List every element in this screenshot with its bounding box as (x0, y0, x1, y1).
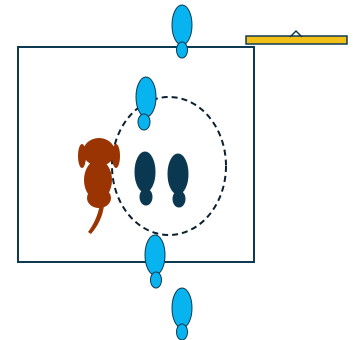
footprint-diagram (0, 0, 355, 340)
